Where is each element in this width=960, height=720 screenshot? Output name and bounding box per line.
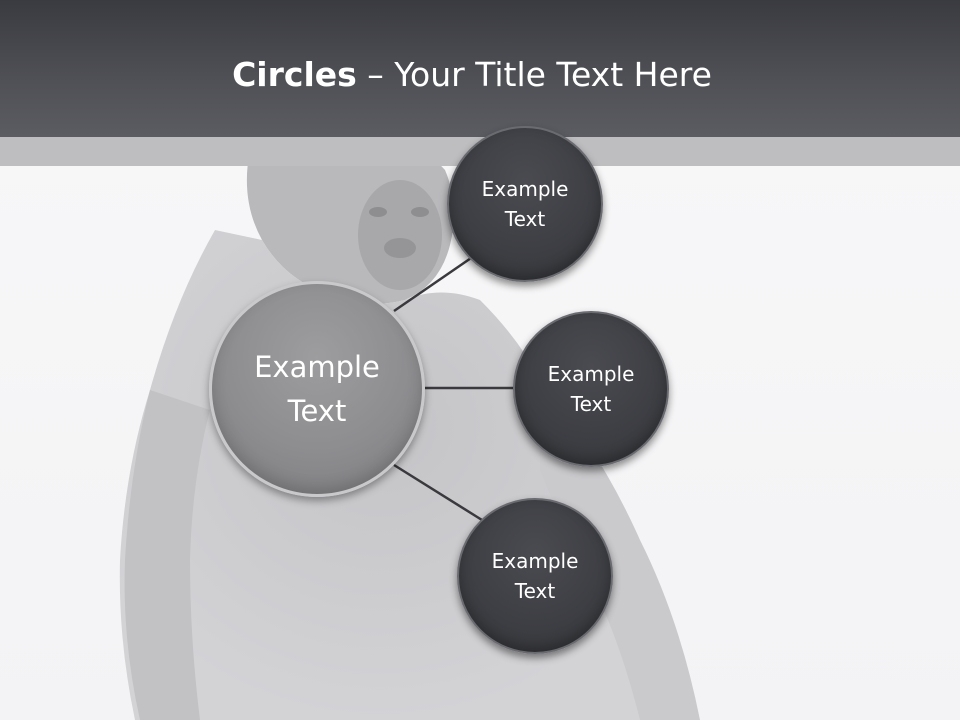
node-3-line-1: Example (491, 549, 579, 573)
title-header-bar (0, 0, 960, 137)
node-circle-1[interactable]: Example Text (447, 126, 603, 282)
node-circle-2[interactable]: Example Text (513, 311, 669, 467)
connector-to-node-3 (393, 463, 483, 522)
node-1-line-2: Text (504, 207, 546, 231)
center-circle-line-2: Text (287, 394, 347, 428)
title-rest: – Your Title Text Here (356, 55, 712, 94)
slide-title: Circles – Your Title Text Here (0, 54, 944, 96)
connector-to-node-1 (393, 254, 475, 313)
node-1-line-1: Example (481, 177, 569, 201)
node-3-line-2: Text (514, 579, 556, 603)
node-2-line-1: Example (547, 362, 635, 386)
center-circle-line-1: Example (254, 350, 380, 384)
center-circle[interactable]: Example Text (209, 281, 425, 497)
node-circle-3[interactable]: Example Text (457, 498, 613, 654)
node-2-line-2: Text (570, 392, 612, 416)
title-bold-word: Circles (232, 55, 357, 94)
